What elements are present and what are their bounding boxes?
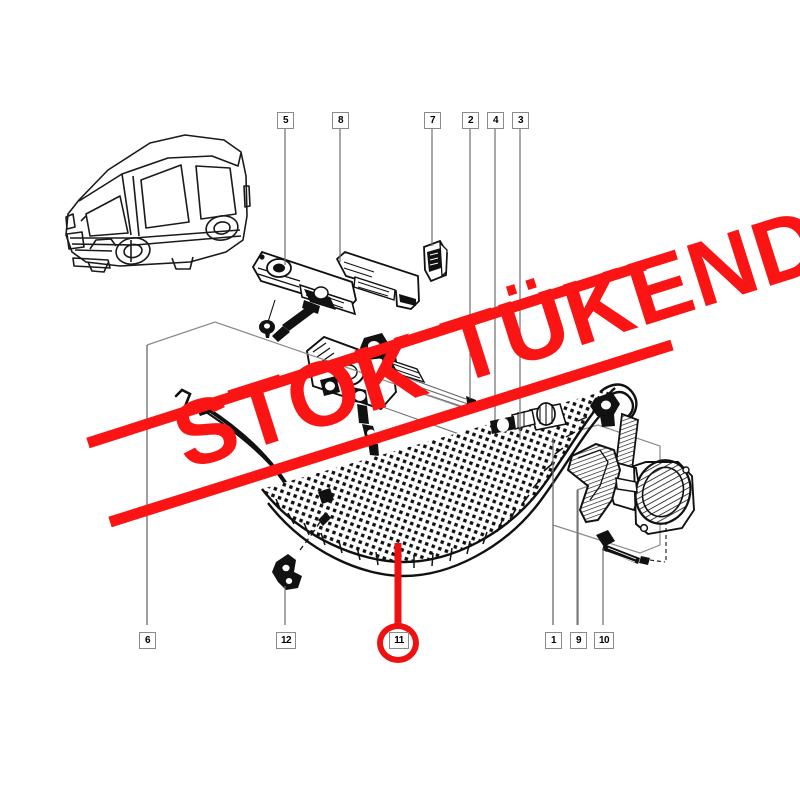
callout-5[interactable]: 5 [277, 112, 294, 129]
callout-1[interactable]: 1 [545, 632, 562, 649]
callout-9[interactable]: 9 [570, 632, 587, 649]
callout-12[interactable]: 12 [276, 632, 296, 649]
callout-1-label: 1 [550, 635, 557, 646]
part-7-small-bracket [423, 239, 448, 283]
callout-3-label: 3 [517, 115, 524, 126]
callout-2-label: 2 [467, 115, 474, 126]
highlight-ring-11 [377, 623, 419, 663]
callout-11[interactable]: 11 [389, 632, 409, 649]
callout-5-label: 5 [282, 115, 289, 126]
callout-12-label: 12 [280, 635, 292, 646]
part-10-bolt [596, 524, 667, 565]
callout-7-label: 7 [429, 115, 436, 126]
callout-7[interactable]: 7 [424, 112, 441, 129]
callout-6[interactable]: 6 [139, 632, 156, 649]
callout-2[interactable]: 2 [462, 112, 479, 129]
callout-8-label: 8 [337, 115, 344, 126]
callout-10-label: 10 [598, 635, 610, 646]
callout-9-label: 9 [575, 635, 582, 646]
callout-4[interactable]: 4 [487, 112, 504, 129]
callout-11-label: 11 [394, 635, 404, 646]
van-illustration [65, 134, 251, 273]
callout-10[interactable]: 10 [594, 632, 614, 649]
callout-6-label: 6 [144, 635, 151, 646]
callout-8[interactable]: 8 [332, 112, 349, 129]
callout-4-label: 4 [492, 115, 499, 126]
callout-3[interactable]: 3 [512, 112, 529, 129]
